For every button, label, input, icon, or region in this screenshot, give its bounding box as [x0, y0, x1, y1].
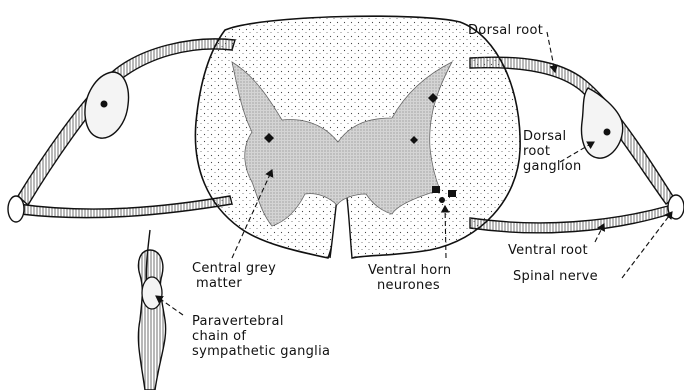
ventral-horn-neurone-1	[432, 186, 440, 193]
label-dorsal-root-ganglion-line-2: root	[523, 145, 550, 158]
label-dorsal-root-ganglion-line-3: ganglion	[523, 160, 582, 173]
label-paravertebral-chain-line-1: Paravertebral	[192, 315, 284, 328]
left-spinal-nerve-end	[8, 196, 24, 222]
left-ventral-root	[18, 196, 232, 218]
label-paravertebral-chain-line-3: sympathetic ganglia	[192, 345, 330, 358]
label-ventral-horn-neurones-line-2: neurones	[377, 279, 440, 292]
ventral-horn-neurone-2	[448, 190, 456, 197]
sympathetic-ganglion	[142, 277, 162, 309]
ventral-horn-neurone-3	[439, 197, 445, 203]
label-central-grey-matter-line-1: Central grey	[192, 262, 276, 275]
label-ventral-horn-neurones-line-1: Ventral horn	[368, 264, 451, 277]
sympathetic-chain	[138, 250, 165, 390]
label-spinal-nerve: Spinal nerve	[513, 270, 598, 283]
label-paravertebral-chain-line-2: chain of	[192, 330, 246, 343]
label-dorsal-root-ganglion-line-1: Dorsal	[523, 130, 566, 143]
label-dorsal-root: Dorsal root	[468, 24, 543, 37]
right-dorsal-root-ganglion	[582, 88, 623, 158]
right-ventral-root	[470, 206, 670, 233]
label-ventral-root: Ventral root	[508, 244, 588, 257]
right-spinal-nerve-end	[668, 195, 684, 219]
label-central-grey-matter-line-2: matter	[196, 277, 242, 290]
